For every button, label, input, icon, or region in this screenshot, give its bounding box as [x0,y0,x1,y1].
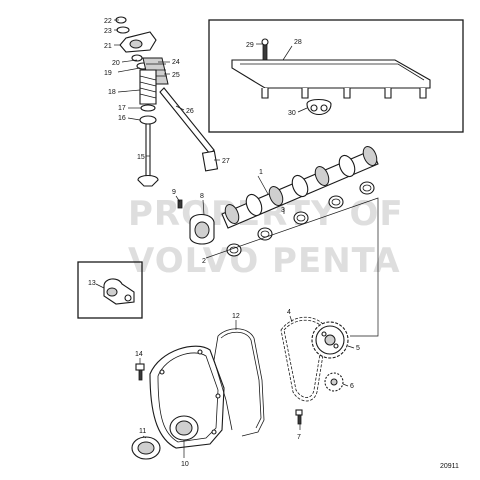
callout-27: 27 [222,158,230,165]
callout-15: 15 [137,154,145,161]
callout-12: 12 [232,313,240,320]
callout-5: 5 [356,345,360,352]
camshaft [221,146,379,229]
callout-8: 8 [200,193,204,200]
inset-top-right [208,19,464,133]
callout-13: 13 [88,280,96,287]
callout-1: 1 [259,169,263,176]
bolt-7 [295,409,303,430]
callout-22: 22 [104,18,112,25]
figure-id: 20911 [440,463,459,470]
timing-chain [280,315,328,402]
cam-sprocket [311,321,355,359]
callout-7: 7 [297,434,301,441]
callout-11: 11 [139,428,146,435]
callout-24: 24 [172,59,180,66]
watermark-line-2: VOLVO PENTA [128,241,401,281]
callout-25: 25 [172,72,180,79]
front-seal [131,435,161,460]
callout-18: 18 [108,89,116,96]
callout-30: 30 [288,110,296,117]
callout-14: 14 [135,351,143,358]
callout-16: 16 [118,115,126,122]
callout-20: 20 [112,60,120,67]
callout-2: 2 [202,258,206,265]
callout-6: 6 [350,383,354,390]
callout-10: 10 [181,461,189,468]
cam-bearings [205,181,379,337]
callout-29: 29 [246,42,254,49]
inset-left [77,261,143,319]
callout-23: 23 [104,28,112,35]
thrust-plate [175,195,215,245]
callout-4: 4 [287,309,291,316]
bolt-14 [135,358,145,381]
callout-26: 26 [186,108,194,115]
callout-3: 3 [281,207,285,214]
callout-19: 19 [104,70,112,77]
callout-21: 21 [104,43,112,50]
cover-gasket [213,320,265,437]
crank-sprocket [324,372,349,392]
callout-17: 17 [118,105,126,112]
valve-train-assembly [114,16,220,187]
callout-9: 9 [172,189,176,196]
callout-28: 28 [294,39,302,46]
callout-labels: 1 2 3 4 5 6 7 8 9 10 11 12 13 14 15 16 1… [88,18,360,468]
timing-cover [149,345,225,458]
